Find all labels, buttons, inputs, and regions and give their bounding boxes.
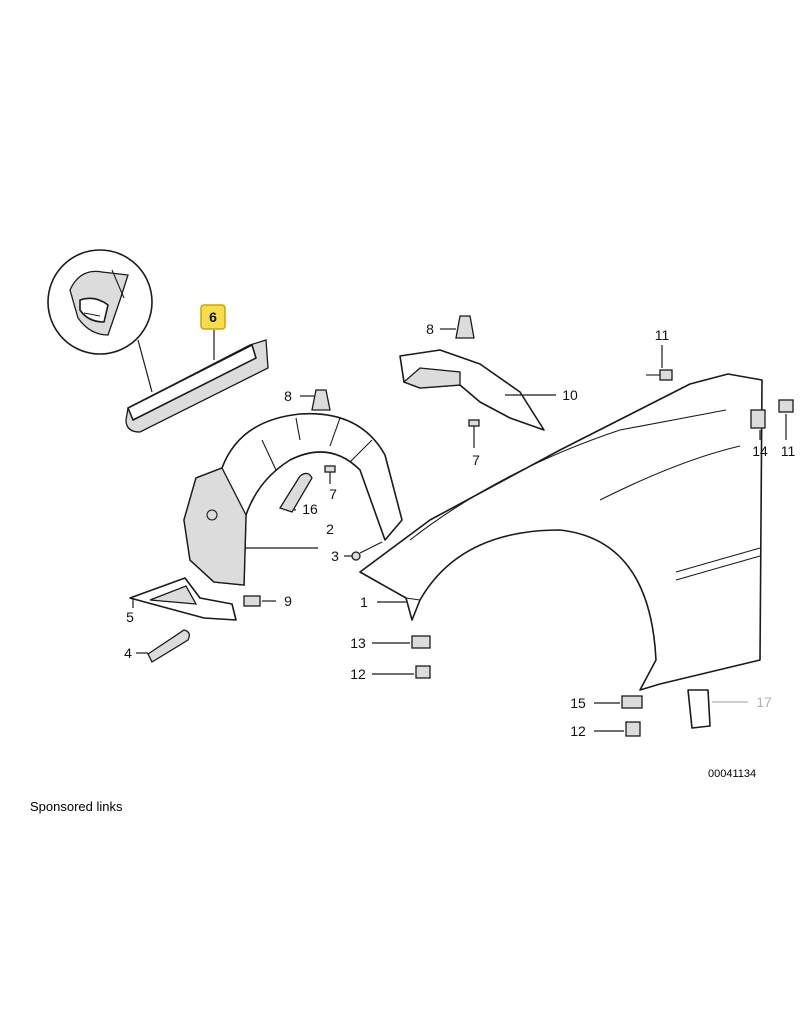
screw-part-7-left[interactable] <box>324 465 336 484</box>
seal-strip-part-6[interactable] <box>125 330 269 433</box>
expanding-rivet-part-8-left[interactable] <box>300 389 331 411</box>
expanding-rivet-part-8-right[interactable] <box>440 315 475 339</box>
callout-7-right[interactable]: 7 <box>472 452 480 468</box>
flap-part-16[interactable] <box>279 472 313 513</box>
callout-17[interactable]: 17 <box>756 694 772 710</box>
callout-12-upper[interactable]: 12 <box>350 666 366 682</box>
screw-part-12-lower[interactable] <box>594 721 641 737</box>
bolt-part-11-right[interactable] <box>778 399 794 440</box>
callout-12-lower[interactable]: 12 <box>570 723 586 739</box>
fender-part-1[interactable] <box>359 373 763 691</box>
callout-1[interactable]: 1 <box>360 594 368 610</box>
callout-8-left[interactable]: 8 <box>284 388 292 404</box>
cover-part-10[interactable] <box>399 349 556 431</box>
nut-part-14[interactable] <box>750 409 766 440</box>
callout-8-right[interactable]: 8 <box>426 321 434 337</box>
seal-part-4[interactable] <box>136 629 190 663</box>
callout-4[interactable]: 4 <box>124 645 132 661</box>
screw-part-3[interactable] <box>344 541 383 561</box>
clip-part-9[interactable] <box>243 595 276 607</box>
callout-10[interactable]: 10 <box>562 387 578 403</box>
plug-part-17[interactable] <box>687 689 748 729</box>
callout-15[interactable]: 15 <box>570 695 586 711</box>
sponsored-links-label: Sponsored links <box>30 799 123 814</box>
screw-part-12-upper[interactable] <box>372 665 431 679</box>
clip-part-15[interactable] <box>594 695 643 709</box>
callout-9[interactable]: 9 <box>284 593 292 609</box>
callout-11-right[interactable]: 11 <box>781 443 796 459</box>
seal-detail-inset <box>47 249 153 393</box>
parts-diagram: 6 2 16 8 7 3 5 <box>47 249 796 739</box>
callout-7-left[interactable]: 7 <box>329 486 337 502</box>
diagram-number: 00041134 <box>708 768 757 780</box>
wheel-arch-liner-part-2[interactable] <box>183 412 403 586</box>
screw-part-7-right[interactable] <box>468 419 480 448</box>
callout-14[interactable]: 14 <box>752 443 768 459</box>
callout-13[interactable]: 13 <box>350 635 366 651</box>
callout-11-top[interactable]: 11 <box>655 327 670 343</box>
bolt-part-11-top[interactable] <box>646 345 673 381</box>
callout-16[interactable]: 16 <box>302 501 318 517</box>
highlight-box <box>200 304 226 330</box>
clip-part-13[interactable] <box>372 635 431 649</box>
callout-2[interactable]: 2 <box>326 521 334 537</box>
callout-5[interactable]: 5 <box>126 609 134 625</box>
callout-6[interactable]: 6 <box>209 309 217 325</box>
callout-3[interactable]: 3 <box>331 548 339 564</box>
bracket-part-5[interactable] <box>129 577 237 621</box>
